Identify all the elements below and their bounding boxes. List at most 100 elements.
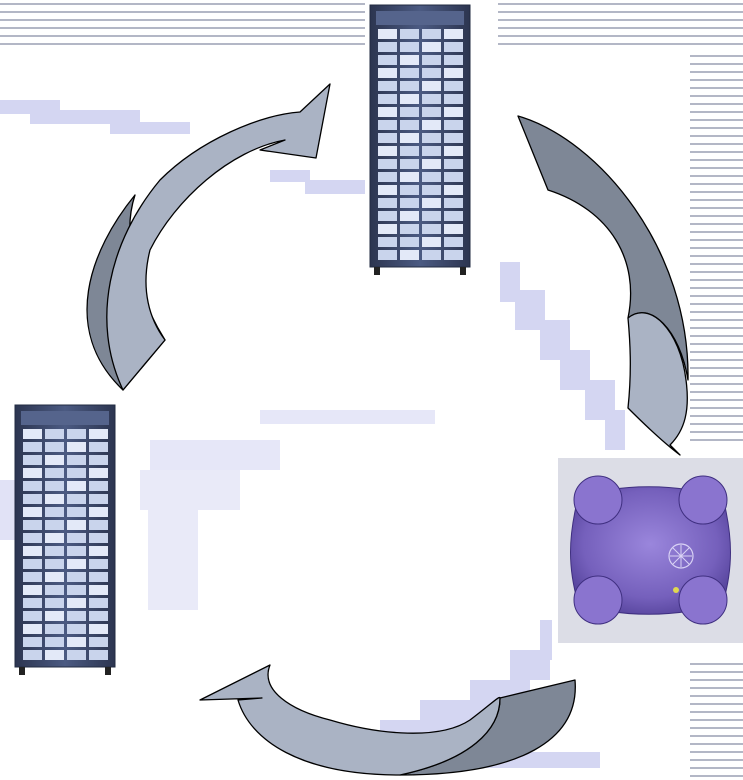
drive-bay	[89, 533, 108, 543]
drive-bay	[89, 585, 108, 595]
drive-bay	[45, 481, 64, 491]
drive-bay	[400, 159, 419, 169]
drive-bay	[23, 624, 42, 634]
drive-bay	[67, 585, 86, 595]
drive-bay	[23, 650, 42, 660]
drive-bay	[89, 624, 108, 634]
drive-bay	[422, 211, 441, 221]
drive-bay	[400, 120, 419, 130]
drive-bay	[23, 585, 42, 595]
drive-bay	[67, 624, 86, 634]
drive-bay	[378, 250, 397, 260]
drive-bay	[45, 442, 64, 452]
drive-bay	[89, 429, 108, 439]
drive-bay	[444, 146, 463, 156]
drive-bay	[67, 442, 86, 452]
drive-bay	[89, 520, 108, 530]
drive-bay	[67, 546, 86, 556]
drive-bay	[45, 650, 64, 660]
server-rack-icon	[370, 5, 470, 275]
drive-bay	[67, 598, 86, 608]
drive-bay	[422, 185, 441, 195]
drive-bay	[422, 120, 441, 130]
drive-bay	[400, 133, 419, 143]
drive-bay	[45, 624, 64, 634]
drive-bay	[89, 572, 108, 582]
drive-bay	[378, 29, 397, 39]
drive-bay	[400, 29, 419, 39]
drive-bay	[444, 133, 463, 143]
drive-bay	[23, 520, 42, 530]
drive-bay	[89, 481, 108, 491]
drive-bay	[23, 559, 42, 569]
drive-bay	[23, 429, 42, 439]
drive-bay	[378, 146, 397, 156]
drive-bay	[400, 237, 419, 247]
drive-bay	[378, 185, 397, 195]
workstation-icon	[558, 458, 743, 643]
drive-bay	[45, 494, 64, 504]
drive-bay	[45, 559, 64, 569]
drive-bay	[400, 198, 419, 208]
drive-bay	[444, 211, 463, 221]
drive-bay	[89, 468, 108, 478]
stripe-block-right	[690, 56, 743, 440]
drive-bay	[422, 29, 441, 39]
drive-bay	[422, 146, 441, 156]
drive-bay	[422, 237, 441, 247]
stripe-block-bottom-right	[690, 664, 743, 776]
drive-bay	[444, 107, 463, 117]
drive-bay	[67, 455, 86, 465]
drive-bay	[23, 611, 42, 621]
drive-bay	[400, 81, 419, 91]
drive-bay	[400, 42, 419, 52]
drive-bay	[422, 94, 441, 104]
drive-bay	[89, 546, 108, 556]
drive-bay	[378, 224, 397, 234]
drive-bay	[23, 598, 42, 608]
drive-bay	[378, 159, 397, 169]
drive-bay	[400, 224, 419, 234]
drive-bay	[378, 42, 397, 52]
drive-bay	[378, 68, 397, 78]
drive-bay	[23, 572, 42, 582]
drive-bay	[89, 637, 108, 647]
drive-bay	[67, 637, 86, 647]
drive-bay	[378, 211, 397, 221]
drive-bay	[444, 29, 463, 39]
drive-bay	[89, 494, 108, 504]
drive-bay	[422, 55, 441, 65]
drive-bay	[67, 559, 86, 569]
drive-bay	[89, 650, 108, 660]
drive-bay	[422, 198, 441, 208]
drive-bay	[444, 172, 463, 182]
drive-bay	[444, 198, 463, 208]
drive-bay	[23, 533, 42, 543]
drive-bay	[422, 42, 441, 52]
drive-bay	[422, 68, 441, 78]
drive-bay	[422, 159, 441, 169]
drive-bay	[45, 572, 64, 582]
drive-bay	[45, 533, 64, 543]
drive-bay	[422, 107, 441, 117]
drive-bay	[422, 224, 441, 234]
drive-bay	[400, 211, 419, 221]
drive-bay	[67, 481, 86, 491]
drive-bay	[67, 520, 86, 530]
drive-bay	[89, 559, 108, 569]
drive-bay	[400, 107, 419, 117]
drive-bay	[23, 494, 42, 504]
drive-bay	[444, 120, 463, 130]
stripe-block-top-left	[0, 4, 365, 44]
drive-bay	[89, 598, 108, 608]
drive-bay	[45, 468, 64, 478]
drive-bay	[400, 68, 419, 78]
drive-bay	[422, 81, 441, 91]
drive-bay	[67, 468, 86, 478]
drive-bay	[67, 533, 86, 543]
drive-bay	[23, 507, 42, 517]
drive-bay	[400, 94, 419, 104]
drive-bay	[444, 237, 463, 247]
stripe-block-top-right	[498, 4, 743, 44]
